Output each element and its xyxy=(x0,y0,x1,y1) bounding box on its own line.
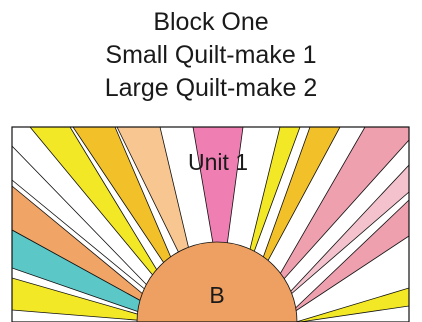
ray-right-gold xyxy=(249,127,341,295)
center-label: B xyxy=(209,282,224,308)
ray-right-rose xyxy=(264,127,409,301)
ray-center-pink xyxy=(192,127,244,291)
ray-left-yellow-bottom xyxy=(12,277,166,322)
ray-left-yellow-top xyxy=(29,127,181,309)
block-outline xyxy=(11,126,410,322)
ray-right-yellow xyxy=(239,127,301,291)
ray-right-pink-low xyxy=(284,199,409,319)
block-title: Block One xyxy=(153,8,269,36)
ray-left-teal xyxy=(12,229,173,322)
ray-left-white-strip xyxy=(12,145,176,315)
ray-right-yellow-bottom xyxy=(295,287,409,322)
ray-right-pink-mid xyxy=(274,164,409,309)
center-semicircle xyxy=(136,241,298,322)
ray-left-gold xyxy=(72,127,191,303)
unit-label: Unit 1 xyxy=(188,149,248,175)
large-quilt-instruction: Large Quilt-make 2 xyxy=(104,74,318,102)
block-heading: Block One Small Quilt-make 1 Large Quilt… xyxy=(0,6,422,105)
small-quilt-instruction: Small Quilt-make 1 xyxy=(105,41,317,69)
